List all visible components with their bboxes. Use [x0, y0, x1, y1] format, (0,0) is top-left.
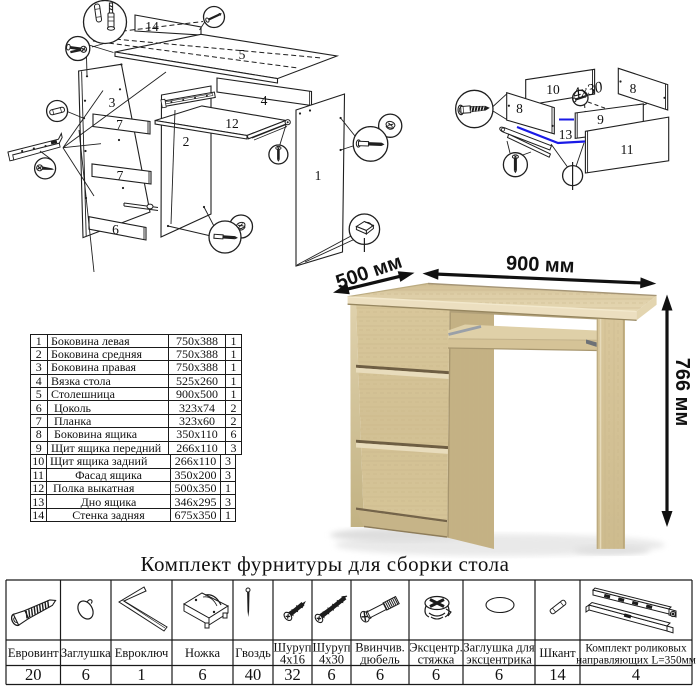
svg-text:6: 6: [432, 665, 440, 684]
svg-text:6: 6: [198, 665, 206, 684]
svg-text:2: 2: [183, 134, 190, 149]
svg-text:Евроключ: Евроключ: [115, 646, 169, 660]
svg-text:1: 1: [315, 168, 322, 183]
svg-text:9: 9: [597, 112, 604, 127]
svg-text:стяжка: стяжка: [418, 653, 455, 667]
svg-text:Шкант: Шкант: [539, 646, 576, 660]
svg-text:4: 4: [632, 665, 640, 684]
svg-text:Шуруп: Шуруп: [274, 641, 312, 655]
svg-text:Заглушка для: Заглушка для: [463, 641, 535, 655]
svg-text:Гвоздь: Гвоздь: [235, 646, 271, 660]
svg-text:6: 6: [112, 222, 119, 237]
svg-text:11: 11: [621, 142, 634, 157]
svg-text:12: 12: [225, 116, 239, 131]
svg-text:20: 20: [25, 665, 42, 684]
svg-text:40: 40: [245, 665, 262, 684]
svg-text:эксцентрика: эксцентрика: [466, 653, 532, 667]
svg-text:Заглушка: Заглушка: [61, 646, 111, 660]
svg-text:6: 6: [495, 665, 503, 684]
svg-text:13: 13: [559, 127, 573, 142]
svg-text:8: 8: [630, 81, 637, 96]
svg-text:900 мм: 900 мм: [506, 253, 575, 278]
svg-text:Комплект роликовых: Комплект роликовых: [585, 643, 687, 655]
svg-text:4х16: 4х16: [280, 653, 305, 667]
svg-text:32: 32: [284, 665, 301, 684]
svg-text:4х30: 4х30: [319, 653, 344, 667]
svg-text:Эксцентр.: Эксцентр.: [409, 641, 462, 655]
svg-text:6: 6: [82, 665, 90, 684]
svg-text:14: 14: [549, 665, 566, 684]
svg-text:дюбель: дюбель: [360, 653, 400, 667]
svg-text:10: 10: [546, 82, 560, 97]
svg-text:7: 7: [116, 117, 123, 132]
svg-text:8: 8: [516, 101, 523, 116]
svg-text:14: 14: [145, 19, 159, 34]
svg-text:6: 6: [327, 665, 335, 684]
svg-text:7: 7: [117, 168, 124, 183]
svg-text:6: 6: [376, 665, 384, 684]
svg-text:1: 1: [137, 665, 145, 684]
svg-text:3: 3: [109, 95, 116, 110]
svg-text:5: 5: [239, 47, 246, 62]
svg-text:Шуруп: Шуруп: [313, 641, 351, 655]
svg-text:500 мм: 500 мм: [333, 251, 405, 294]
svg-text:4: 4: [261, 93, 268, 108]
svg-text:направляющих L=350мм: направляющих L=350мм: [576, 655, 696, 667]
svg-text:Евровинт: Евровинт: [8, 646, 59, 660]
svg-text:Ножка: Ножка: [185, 646, 220, 660]
svg-text:Ввинчив.: Ввинчив.: [355, 641, 405, 655]
svg-text:766 мм: 766 мм: [671, 358, 693, 427]
